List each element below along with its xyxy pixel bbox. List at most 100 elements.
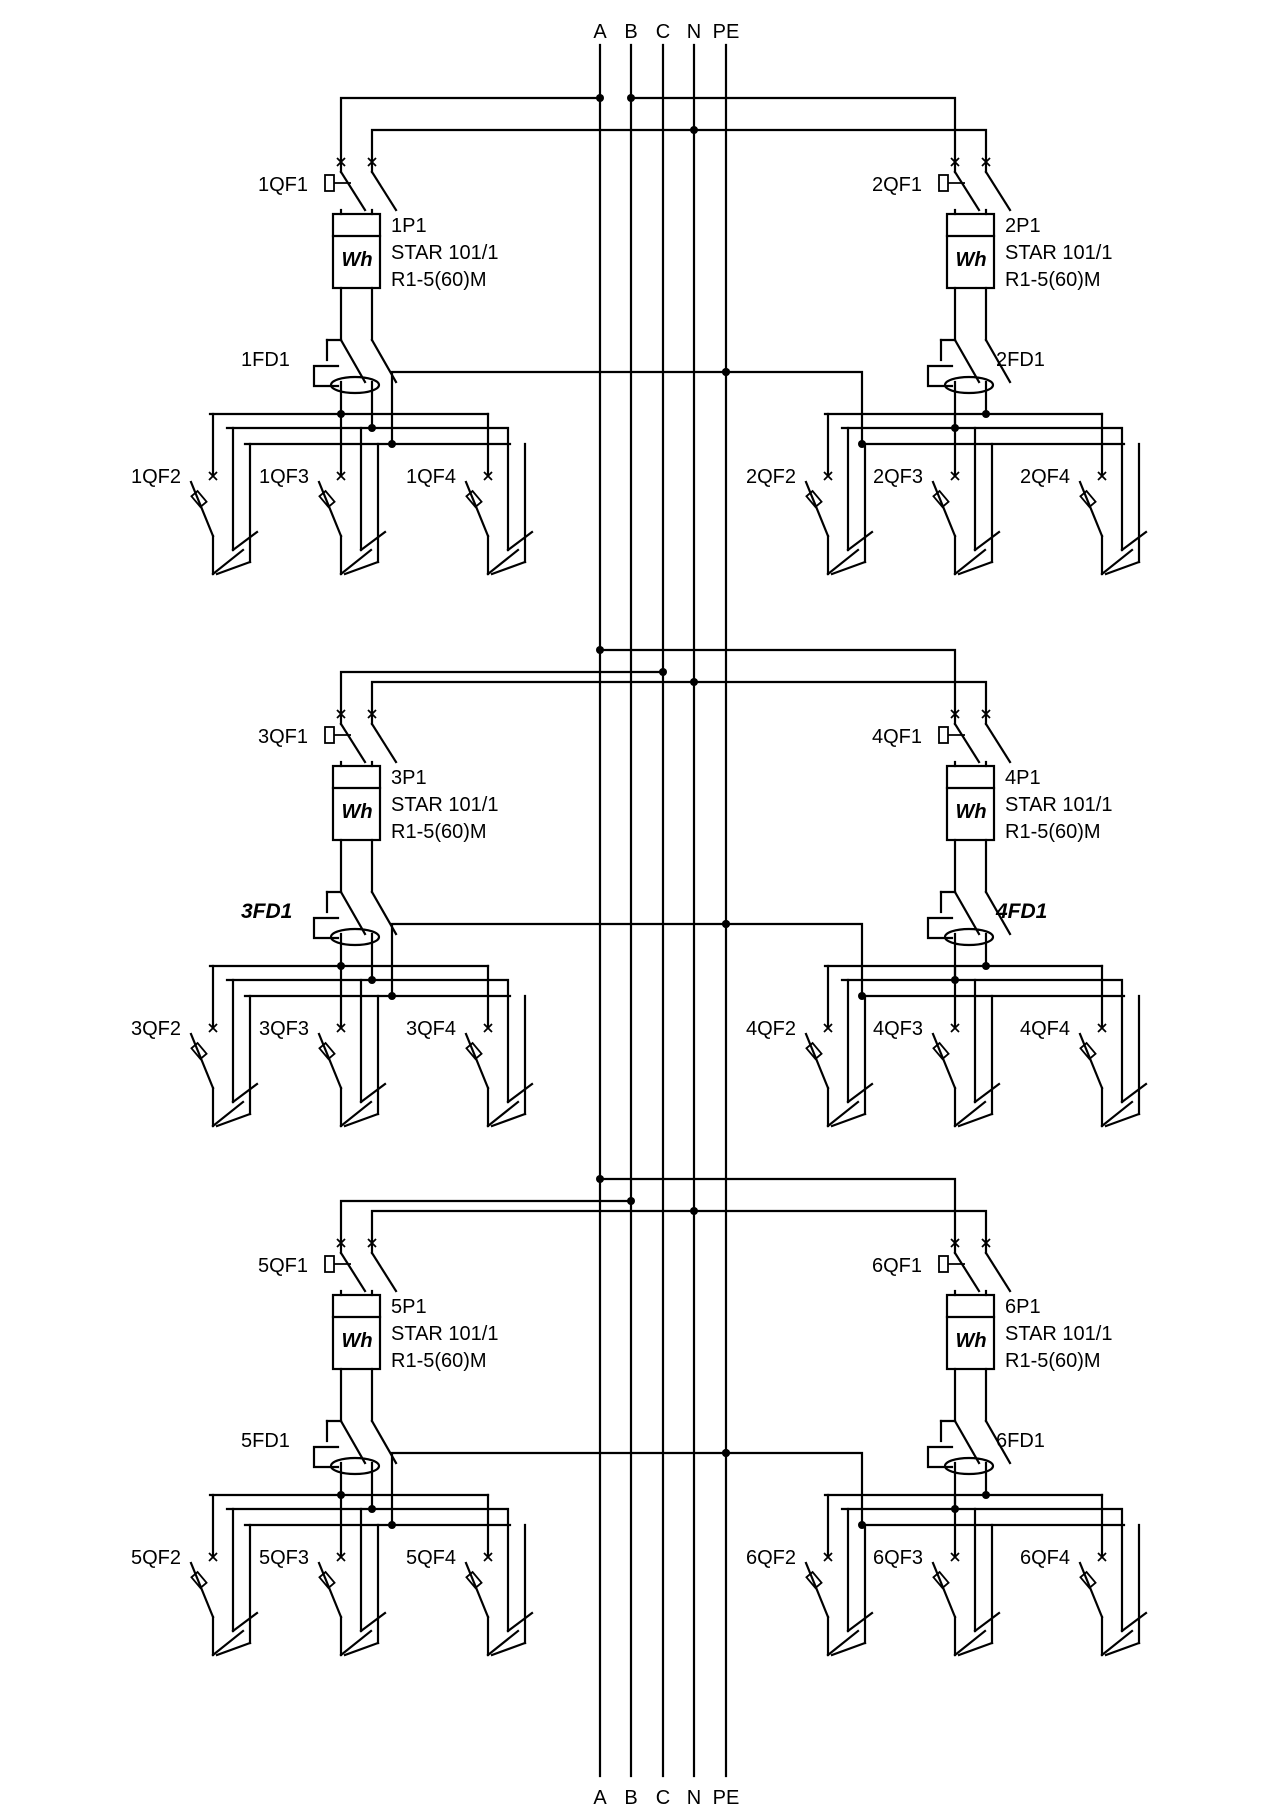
meter-rating: R1-5(60)M [1005, 269, 1101, 291]
meter-symbol: Wh [955, 801, 986, 823]
junction-dot [388, 1521, 396, 1529]
breaker-trip-mark [950, 1552, 960, 1562]
input-breaker-contact [953, 170, 981, 212]
pe-feed [724, 370, 864, 446]
branch-breaker-contact [317, 1032, 343, 1090]
branch-2qf2: 2QF2 [746, 412, 874, 576]
input-breaker-label: 5QF1 [258, 1255, 308, 1277]
junction-dot [659, 668, 667, 676]
meter-id: 3P1 [391, 767, 427, 789]
cable-end [359, 530, 387, 552]
cable-end [973, 1082, 1001, 1104]
branch-breaker-contact [464, 1561, 490, 1619]
rcd-contact [953, 890, 981, 936]
bus-label-top: PE [713, 21, 740, 43]
cable-end [846, 530, 874, 552]
meter-model: STAR 101/1 [391, 1323, 498, 1345]
breaker-trip-mark [336, 1238, 346, 1248]
breaker-trip-mark [1097, 1023, 1107, 1033]
input-breaker-contact [984, 170, 1012, 212]
branch-breaker-label: 2QF4 [1020, 466, 1070, 488]
branch-trip-coil [190, 1570, 208, 1590]
cable-end [953, 1100, 987, 1128]
rcd-contact [339, 1419, 367, 1465]
cable-end [957, 1641, 994, 1657]
cable-end [1120, 530, 1148, 552]
rcd-label: 5FD1 [241, 1430, 290, 1452]
cable-end [211, 548, 245, 576]
energy-meter [945, 212, 996, 290]
branch-5qf4: 5QF4 [406, 1493, 534, 1657]
bus-label-bottom: B [624, 1787, 637, 1809]
branch-breaker-label: 6QF3 [873, 1547, 923, 1569]
branch-trip-coil [190, 489, 208, 509]
neutral-tap [370, 680, 988, 714]
breaker-trip-coil [324, 1255, 335, 1273]
branch-trip-coil [318, 1041, 336, 1061]
rcd-test-loop [312, 1445, 340, 1469]
cable-end [339, 548, 373, 576]
rcd-contact [984, 338, 1012, 384]
branch-breaker-label: 1QF4 [406, 466, 456, 488]
branch-breaker-label: 3QF4 [406, 1018, 456, 1040]
cable-end [506, 1611, 534, 1633]
breaker-trip-mark [823, 1552, 833, 1562]
meter-model: STAR 101/1 [391, 242, 498, 264]
rcd-contact [953, 1419, 981, 1465]
breaker-trip-mark [483, 1552, 493, 1562]
input-breaker-contact [370, 170, 398, 212]
branch-breaker-contact [931, 480, 957, 538]
supply-tap-left [339, 96, 602, 162]
input-breaker-contact [984, 722, 1012, 764]
junction-dot [596, 1175, 604, 1183]
cable-end [490, 560, 527, 576]
branch-1qf4: 1QF4 [406, 412, 534, 576]
cable-end [215, 560, 252, 576]
branch-5qf2: 5QF2 [131, 1493, 259, 1657]
cable-end [1120, 1082, 1148, 1104]
bus-label-top: N [687, 21, 701, 43]
cable-end [1120, 1611, 1148, 1633]
cable-end [211, 1629, 245, 1657]
rcd-current-transformer [329, 1456, 381, 1476]
branch-trip-coil [805, 1041, 823, 1061]
branch-trip-coil [465, 489, 483, 509]
branch-trip-coil [318, 489, 336, 509]
bus-label-top: B [624, 21, 637, 43]
branch-breaker-contact [804, 480, 830, 538]
input-breaker-label: 3QF1 [258, 726, 308, 748]
cable-end [957, 560, 994, 576]
breaker-trip-mark [336, 1023, 346, 1033]
breaker-trip-mark [950, 709, 960, 719]
supply-tap-left [339, 670, 665, 714]
meter-rating: R1-5(60)M [1005, 821, 1101, 843]
cable-end [953, 1629, 987, 1657]
branch-breaker-contact [804, 1032, 830, 1090]
meter-symbol: Wh [341, 1330, 372, 1352]
rcd-test-loop [926, 364, 954, 388]
branch-2qf3: 2QF3 [873, 412, 1001, 576]
neutral-tap [370, 1209, 988, 1243]
input-breaker-label: 6QF1 [872, 1255, 922, 1277]
rcd-contact [984, 1419, 1012, 1465]
breaker-trip-mark [483, 1023, 493, 1033]
rcd-label: 2FD1 [996, 349, 1045, 371]
branch-breaker-label: 6QF4 [1020, 1547, 1070, 1569]
meter-symbol: Wh [955, 249, 986, 271]
supply-tap-right [598, 648, 957, 714]
cable-end [343, 1641, 380, 1657]
energy-meter [331, 212, 382, 290]
breaker-trip-mark [950, 157, 960, 167]
cable-end [359, 1082, 387, 1104]
bus-label-bottom: N [687, 1787, 701, 1809]
breaker-trip-mark [336, 1552, 346, 1562]
rcd-label: 6FD1 [996, 1430, 1045, 1452]
neutral-tap [370, 128, 988, 162]
pe-feed [390, 370, 728, 446]
cable-end [231, 530, 259, 552]
cable-end [506, 1082, 534, 1104]
cable-end [830, 1641, 867, 1657]
